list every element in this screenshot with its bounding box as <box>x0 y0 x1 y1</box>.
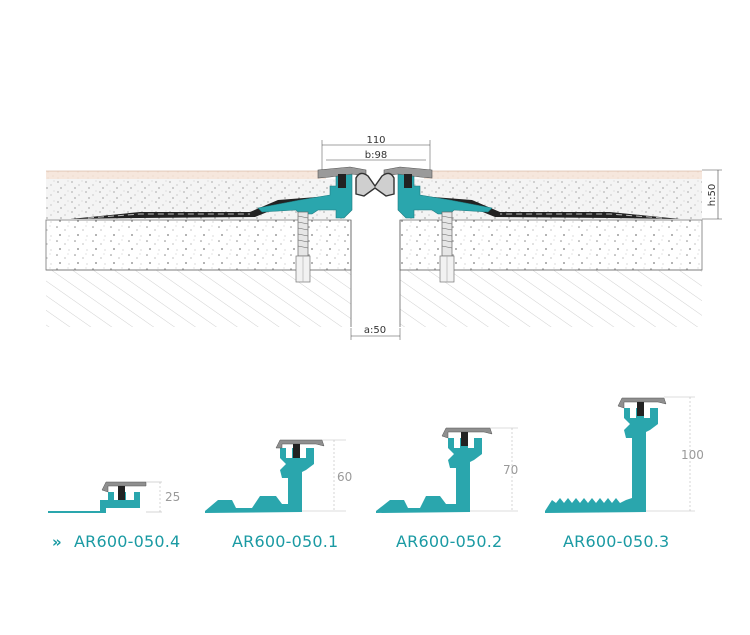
dimension-h-label: h:50 <box>707 184 718 206</box>
tile-layer-left <box>46 171 326 179</box>
dimension-b-label: b:98 <box>365 150 387 161</box>
anchor-right <box>439 211 455 283</box>
dimension-h: h:50 <box>702 169 722 220</box>
dimension-a-label: a:50 <box>364 325 386 336</box>
profile-height-label: 100 <box>681 448 704 462</box>
profile-ar600-050-4[interactable]: 25 <box>48 481 180 513</box>
dimension-width-label: 110 <box>366 135 385 146</box>
profile-label-ar600-050-4[interactable]: AR600-050.4 <box>74 532 180 551</box>
selected-marker-icon: » <box>52 533 62 551</box>
dimension-a: a:50 <box>350 325 401 340</box>
profile-label-ar600-050-1[interactable]: AR600-050.1 <box>232 532 338 551</box>
tile-layer-right <box>424 171 702 179</box>
center-seal <box>355 172 395 197</box>
anchor-left <box>295 211 311 283</box>
cross-section: 110 b:98 h:50 a:50 <box>45 135 722 340</box>
dimension-b: b:98 <box>326 150 426 161</box>
membrane-right <box>420 196 680 219</box>
profile-label-ar600-050-2[interactable]: AR600-050.2 <box>396 532 502 551</box>
profile-height-label: 25 <box>165 490 180 504</box>
membrane-left <box>70 196 330 219</box>
profile-height-label: 60 <box>337 470 352 484</box>
dimension-110: 110 <box>321 135 431 170</box>
profile-ar600-050-3[interactable]: 100 <box>545 396 704 513</box>
profile-ar600-050-1[interactable]: 60 <box>205 439 352 513</box>
profile-label-ar600-050-3[interactable]: AR600-050.3 <box>563 532 669 551</box>
profile-height-label: 70 <box>503 463 518 477</box>
profile-ar600-050-2[interactable]: 70 <box>376 427 518 513</box>
